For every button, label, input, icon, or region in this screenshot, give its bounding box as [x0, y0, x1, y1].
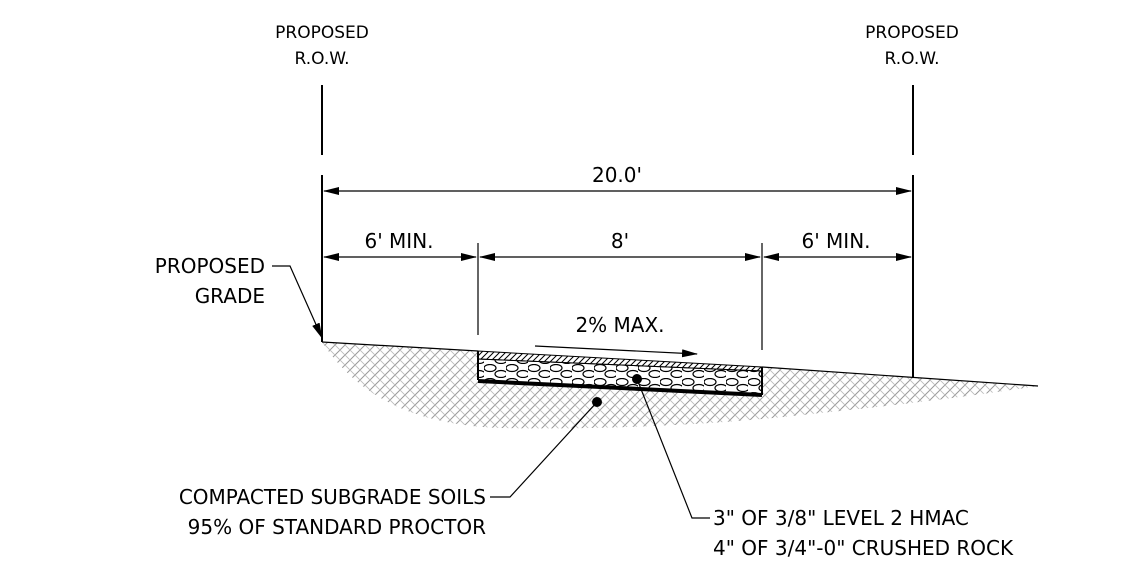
hmac-rock-divider [477, 358, 763, 372]
material-label-line1: 3" OF 3/8" LEVEL 2 HMAC [713, 506, 969, 530]
grade-leader [272, 265, 323, 339]
dim-left-label: 6' MIN. [364, 229, 433, 253]
material-leader [636, 378, 710, 519]
row-right-label-line1: PROPOSED [865, 23, 959, 43]
row-left-label-line1: PROPOSED [275, 23, 369, 43]
material-label-line2: 4" OF 3/4"-0" CRUSHED ROCK [713, 536, 1014, 560]
grade-label-line1: PROPOSED [155, 254, 265, 278]
subgrade-soil-fill [322, 342, 1038, 429]
dim-right-label: 6' MIN. [801, 229, 870, 253]
row-right-label-line2: R.O.W. [885, 49, 940, 69]
row-left-label-line2: R.O.W. [295, 49, 350, 69]
slope-arrow [534, 345, 698, 358]
slope-label: 2% MAX. [575, 313, 664, 337]
subgrade-label-line2: 95% OF STANDARD PROCTOR [188, 515, 486, 539]
proposed-grade-line-right [761, 366, 1039, 387]
subgrade-label-line1: COMPACTED SUBGRADE SOILS [179, 485, 486, 509]
proposed-grade-line [321, 341, 479, 352]
grade-label-line2: GRADE [195, 284, 265, 308]
dim-total-label: 20.0' [592, 163, 642, 187]
pavement-bottom [477, 379, 763, 397]
crushed-rock-layer [478, 359, 762, 393]
subgrade-leader [490, 401, 598, 498]
dim-center-label: 8' [611, 229, 629, 253]
